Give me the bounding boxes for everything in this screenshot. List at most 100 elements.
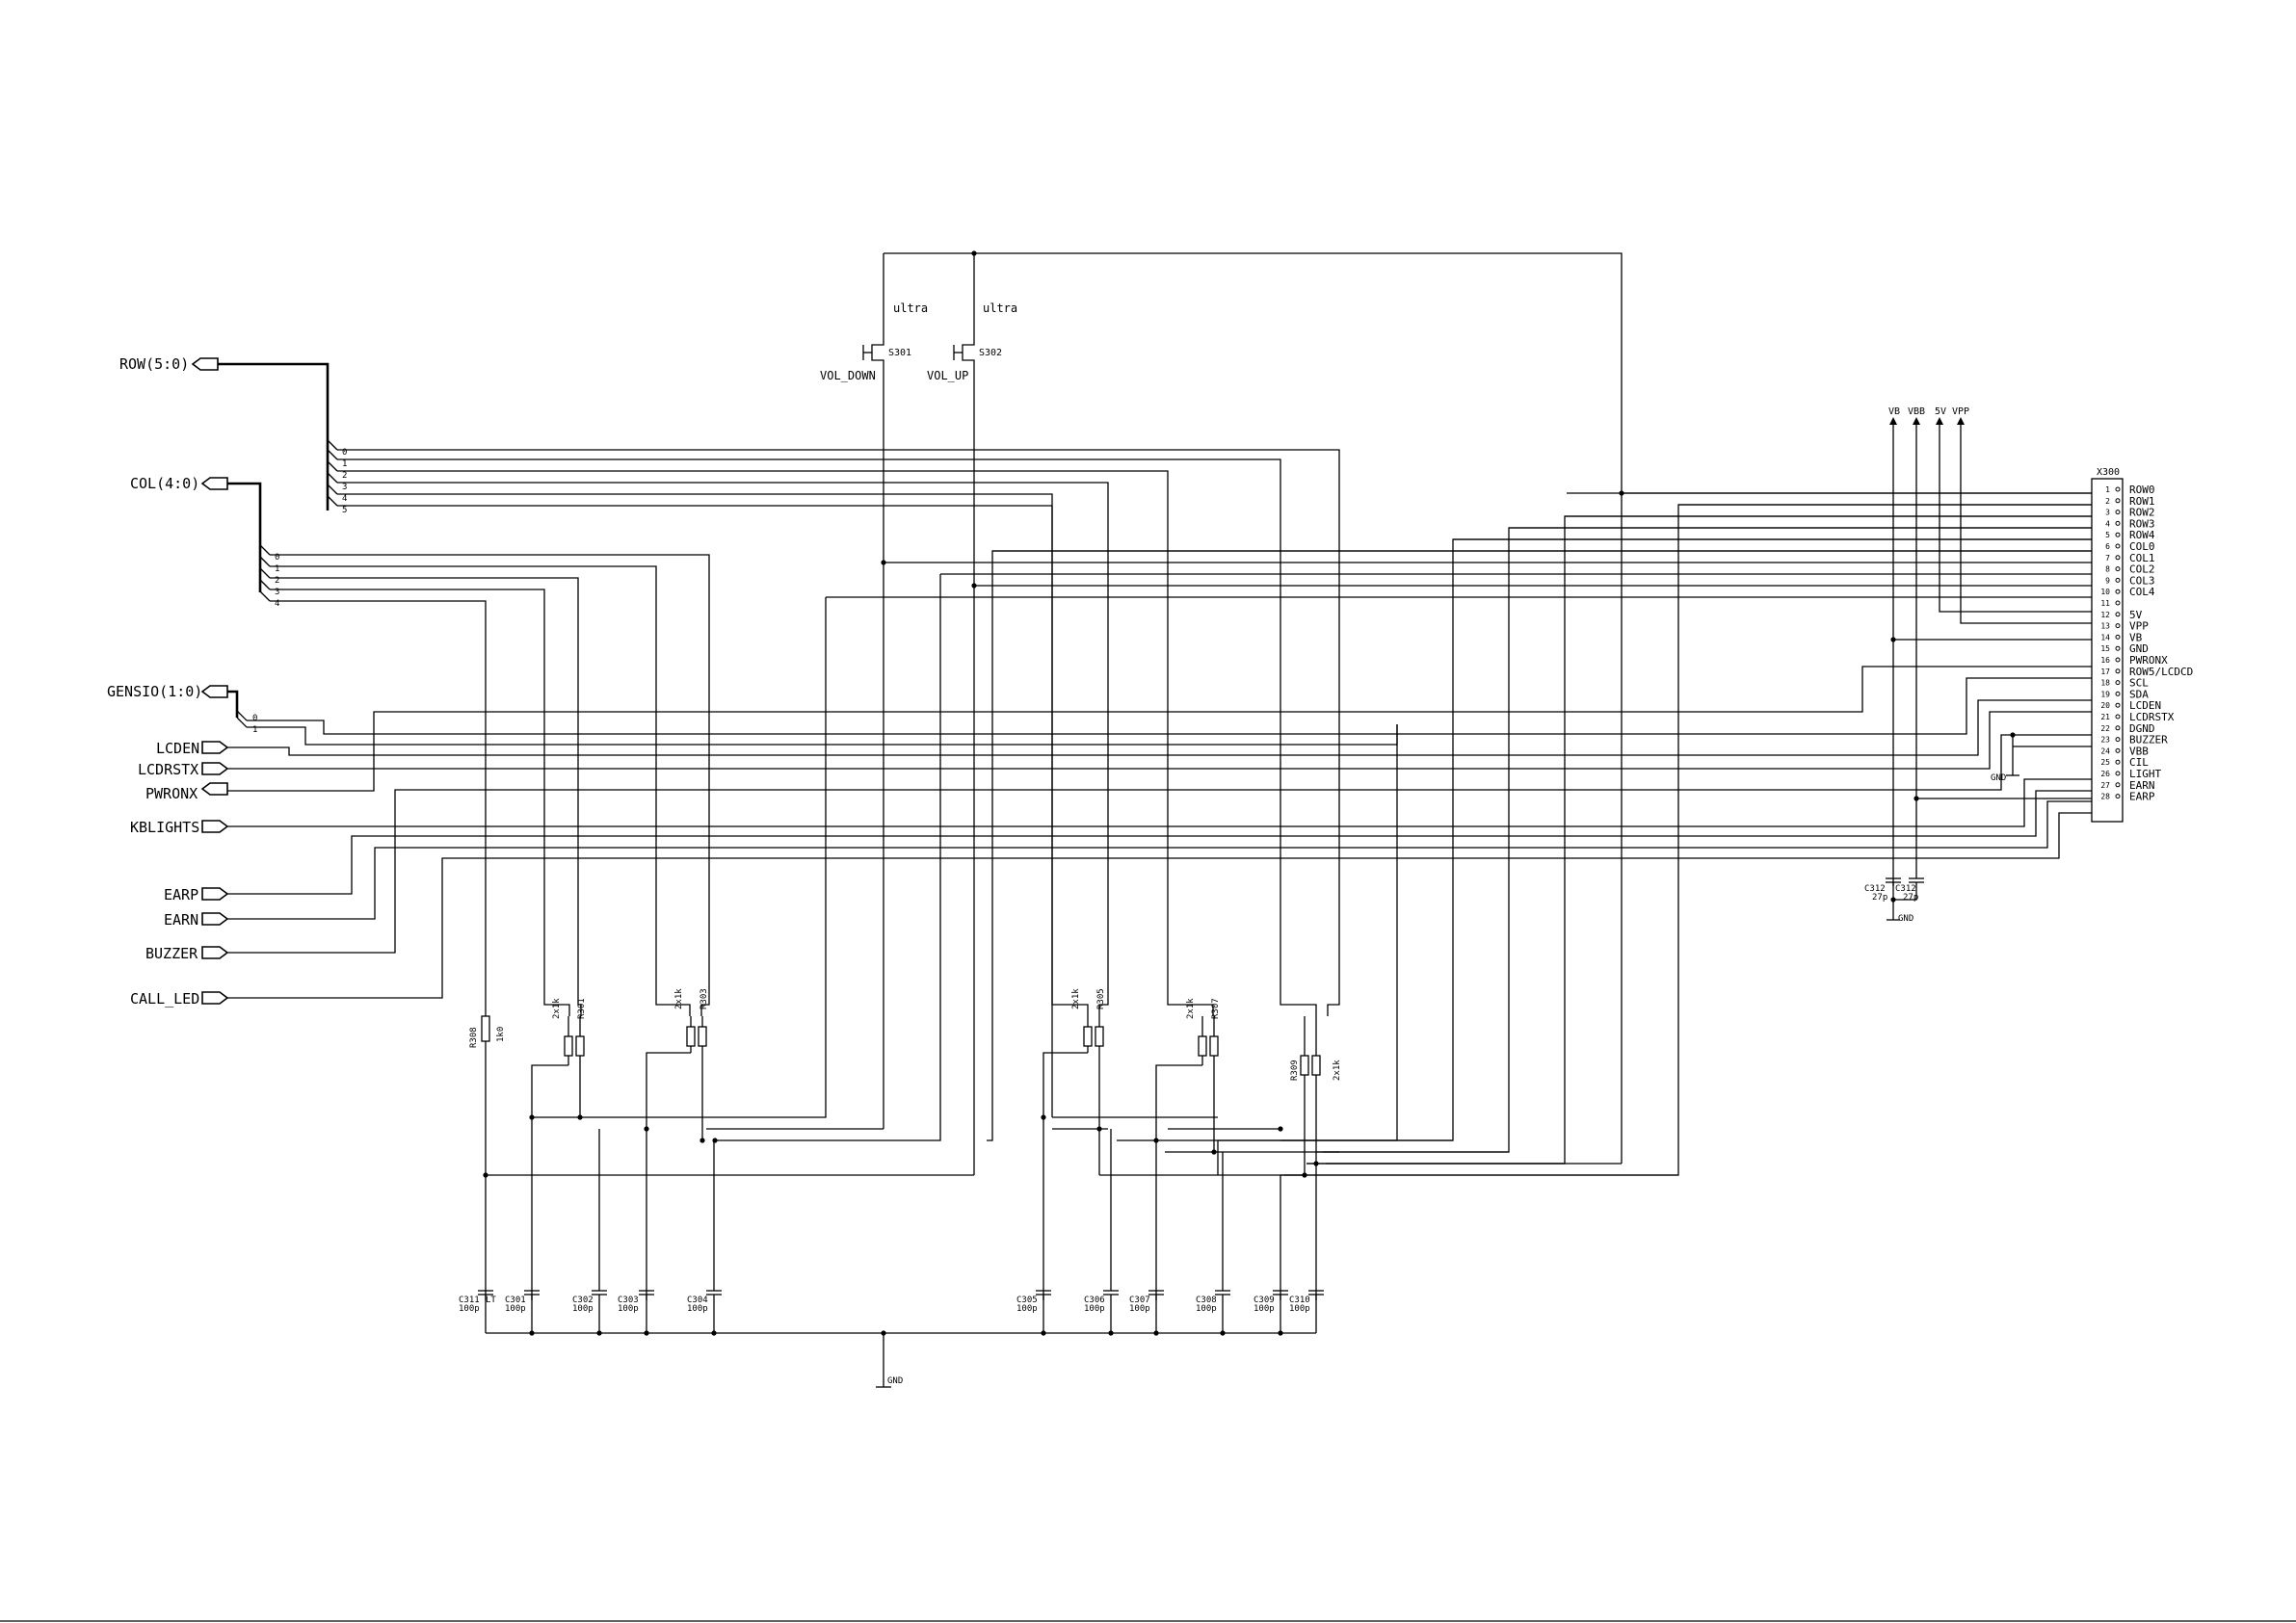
capacitor-c307-ref: C307	[1129, 1296, 1150, 1305]
capacitor-c306: C306 100p	[1084, 1129, 1119, 1333]
capacitor-c303-ref: C303	[618, 1296, 639, 1305]
capacitor-c303: C303 100p	[618, 1290, 654, 1333]
row-bus-taps: 0 1 2 3 4 5	[327, 439, 347, 515]
capacitor-c311-ref: C311	[459, 1296, 480, 1305]
row-tap-0: 0	[342, 448, 347, 458]
capacitor-c307: C307 100p	[1129, 1290, 1164, 1333]
ports: LCDEN LCDRSTX PWRONX KBLIGHTS EARP EARN …	[130, 740, 229, 1008]
connector-pin-name: VPP	[2129, 620, 2149, 633]
switch-s301: ultra S301 VOL_DOWN	[820, 253, 928, 1129]
port-call-led-label: CALL_LED	[130, 990, 199, 1008]
connector-pin-number: 3	[2105, 509, 2110, 517]
resistor-r303-value: 2x1k	[674, 988, 684, 1009]
connector-pin-name: DGND	[2129, 722, 2155, 735]
connector-pin-number: 7	[2105, 554, 2110, 563]
connector-pin-contact	[2115, 612, 2121, 617]
row-tap-5: 5	[342, 506, 347, 515]
connector-pin-name: VBB	[2129, 745, 2149, 757]
resistor-r305-ref: R305	[1096, 988, 1106, 1009]
capacitor-c309-value: 100p	[1254, 1304, 1275, 1314]
resistor-r308-value: 1k0	[496, 1027, 506, 1042]
capacitor-c308: C308 100p	[1196, 1152, 1230, 1333]
resistor-r303-ref: R303	[699, 988, 709, 1009]
dgnd-symbol: GND	[1991, 732, 2092, 783]
port-lcden: LCDEN	[156, 740, 229, 757]
gensio-tap-1: 1	[252, 725, 257, 735]
port-earn-label: EARN	[164, 911, 198, 929]
connector-pin-contact	[2115, 759, 2121, 765]
supply-rails: VB VBB 5V VPP	[1888, 406, 2092, 886]
capacitor-c301-value: 100p	[505, 1304, 526, 1314]
capacitor-c305-ref: C305	[1016, 1296, 1038, 1305]
port-lcden-label: LCDEN	[156, 740, 199, 757]
connector-pin-number: 28	[2100, 793, 2110, 801]
connector-pin-number: 25	[2100, 758, 2110, 767]
connector-pin-contact	[2115, 691, 2121, 696]
supply-caps: C312 27p C312 27p GND	[1864, 877, 1924, 924]
supply-vpp: VPP	[1952, 406, 2092, 624]
connector-pin-contact	[2115, 680, 2121, 686]
connector-pin-name: SCL	[2129, 677, 2149, 690]
connector-pin-number: 22	[2100, 724, 2110, 733]
connector-pin-contact	[2115, 737, 2121, 743]
capacitor-c305: C305 100p	[1016, 1290, 1051, 1333]
connector-pin-number: 10	[2100, 588, 2110, 596]
connector-pin-contact	[2115, 510, 2121, 515]
port-buzzer: BUZZER	[145, 945, 229, 962]
connector-pin-name: SDA	[2129, 688, 2149, 700]
capacitor-c311: C311 LT 100p	[459, 1290, 496, 1333]
connector-pin-name: ROW5/LCDCD	[2129, 666, 2193, 678]
capacitor-c312b-value: 27p	[1903, 893, 1918, 903]
switch-s302: ultra S302 VOL_UP	[927, 253, 1017, 1175]
resistor-r303: 2x1k R303	[646, 988, 709, 1300]
connector-pin-contact	[2115, 725, 2121, 731]
supply-vpp-label: VPP	[1952, 406, 1969, 417]
port-pwronx-label: PWRONX	[145, 785, 198, 802]
row-tap-3: 3	[342, 483, 347, 492]
resistor-r309: R309 2x1k	[1280, 1016, 1342, 1300]
connector-pin-contact	[2115, 543, 2121, 549]
connector-pin-number: 20	[2100, 701, 2110, 710]
connector-pin-number: 14	[2100, 633, 2110, 641]
supply-vbb-label: VBB	[1908, 406, 1925, 417]
gensio-bus: GENSIO(1:0) 0 1	[107, 683, 257, 735]
capacitor-c312a-value: 27p	[1872, 893, 1887, 903]
connector-pin-contact	[2115, 645, 2121, 651]
connector-pin-contact	[2115, 771, 2121, 776]
port-buzzer-label: BUZZER	[145, 945, 198, 962]
connector-pin-contact	[2115, 747, 2121, 753]
capacitor-c302-ref: C302	[572, 1296, 594, 1305]
port-earn: EARN	[164, 911, 229, 929]
connector-pin-contact	[2115, 657, 2121, 663]
capacitor-c310: C310 100p	[1289, 1290, 1324, 1333]
connector-pin-number: 6	[2105, 542, 2110, 551]
connector-x300-ref: X300	[2097, 467, 2120, 478]
capacitor-c310-value: 100p	[1289, 1304, 1310, 1314]
connector-pin-number: 19	[2100, 690, 2110, 698]
supply-5v-label: 5V	[1935, 406, 1946, 417]
connector-pin-number: 8	[2105, 565, 2110, 574]
capacitor-c304-ref: C304	[687, 1296, 708, 1305]
capacitor-c311-value: 100p	[459, 1304, 480, 1314]
row-tap-2: 2	[342, 471, 347, 481]
connector-pin-name: BUZZER	[2129, 734, 2168, 746]
connector-pin-contact	[2115, 486, 2121, 492]
capacitor-c302: C302 100p	[572, 1129, 607, 1333]
capacitor-c311-note: LT	[486, 1296, 496, 1305]
connector-pin-contact	[2115, 498, 2121, 504]
connector-pin-number: 24	[2100, 746, 2110, 755]
capacitor-c306-value: 100p	[1084, 1304, 1105, 1314]
resistor-r301: 2x1k R301	[531, 998, 587, 1300]
port-kblights: KBLIGHTS	[130, 819, 229, 836]
capacitor-c301-ref: C301	[505, 1296, 526, 1305]
connector-pin-name: LCDEN	[2129, 699, 2161, 712]
connector-pin-contact	[2115, 555, 2121, 561]
resistor-r307: 2x1k R307	[1155, 998, 1221, 1300]
connector-pin-name: COL4	[2129, 586, 2155, 598]
row-tap-1: 1	[342, 459, 347, 469]
col-tap-2: 2	[275, 576, 279, 586]
capacitor-c307-value: 100p	[1129, 1304, 1150, 1314]
junction-dots	[483, 560, 1319, 1178]
col-tap-1: 1	[275, 564, 279, 574]
